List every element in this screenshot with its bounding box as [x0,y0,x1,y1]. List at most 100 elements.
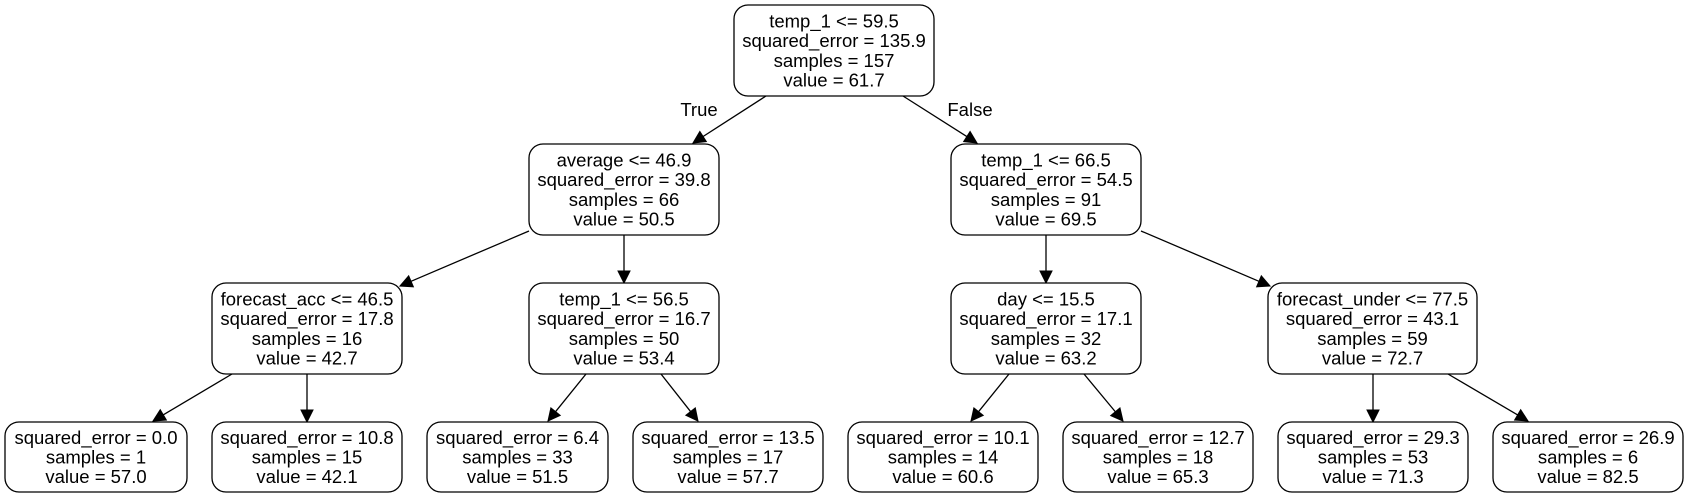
tree-edge [398,230,530,288]
node-text-line: value = 51.5 [467,466,568,487]
node-text-line: squared_error = 17.1 [959,308,1132,330]
arrowhead-icon [970,406,985,422]
node-text-line: squared_error = 43.1 [1286,308,1459,330]
node-text-line: squared_error = 54.5 [959,169,1132,191]
node-text-line: value = 60.6 [892,466,993,487]
node-box [426,421,609,493]
node-box [211,421,403,493]
arrowhead-icon [684,406,699,422]
edge-line [410,230,530,282]
node-text-line: value = 53.4 [573,348,674,369]
node-text-line: squared_error = 39.8 [537,169,710,191]
node-box [847,421,1039,493]
arrowhead-icon [300,409,314,424]
node-text-line: squared_error = 135.9 [742,30,926,52]
arrowhead-icon [152,408,168,422]
node-text-line: value = 71.3 [1322,466,1423,487]
arrowhead-icon [1109,407,1124,422]
node-text-line: average <= 46.9 [557,149,692,170]
edge-line [555,373,587,413]
edge-label: False [947,99,992,120]
node-text-line: squared_error = 26.9 [1501,427,1674,449]
arrowhead-icon [1255,274,1272,288]
edge-line [1447,373,1518,416]
arrowhead-icon [398,274,415,288]
node-text-line: forecast_acc <= 46.5 [221,288,394,310]
edge-line [702,95,767,138]
node-text-line: squared_error = 6.4 [436,427,599,449]
node-text-line: day <= 15.5 [997,288,1095,309]
node-text-line: squared_error = 10.1 [856,427,1029,449]
node-text-line: squared_error = 10.8 [220,427,393,449]
node-box [4,421,188,493]
arrowhead-icon [1513,408,1529,422]
node-box [1492,421,1684,493]
node-text-line: temp_1 <= 66.5 [981,149,1111,171]
node-text-line: value = 57.0 [45,466,146,487]
node-box [733,4,935,97]
node-text-line: samples = 157 [774,50,895,71]
edge-line [660,373,692,412]
node-text-line: value = 42.7 [256,348,357,369]
tree-edge [1140,230,1272,288]
tree-edge: False [902,95,993,144]
node-text-line: temp_1 <= 59.5 [769,10,899,32]
tree-edge [970,373,1010,422]
node-text-line: squared_error = 13.5 [641,427,814,449]
edge-label: True [680,99,717,120]
node-box [632,421,824,493]
tree-edge [617,235,631,285]
node-text-line: samples = 17 [673,447,784,468]
edge-line [1083,373,1116,413]
tree-edge [300,374,314,424]
node-box [1277,421,1469,493]
node-text-line: samples = 53 [1318,447,1429,468]
node-text-line: squared_error = 12.7 [1071,427,1244,449]
node-text-line: samples = 50 [569,328,680,349]
node-text-line: samples = 91 [991,189,1102,210]
node-box [1062,421,1254,493]
tree-edge [1083,373,1124,422]
edges-layer: True False [152,95,1529,424]
node-box [528,143,720,236]
tree-edge [547,373,587,422]
arrowhead-icon [1039,270,1053,285]
arrowhead-icon [962,130,978,144]
node-box [1267,282,1478,375]
node-text-line: squared_error = 16.7 [537,308,710,330]
node-text-line: samples = 6 [1538,447,1638,468]
node-text-line: value = 42.1 [256,466,357,487]
node-text-line: samples = 15 [252,447,363,468]
node-text-line: samples = 66 [569,189,680,210]
edge-line [978,373,1010,413]
node-text-line: forecast_under <= 77.5 [1277,288,1468,310]
tree-edge [660,373,699,422]
arrowhead-icon [1366,409,1380,424]
node-text-line: squared_error = 29.3 [1286,427,1459,449]
tree-edge [1039,235,1053,285]
node-text-line: value = 72.7 [1322,348,1423,369]
node-text-line: temp_1 <= 56.5 [559,288,689,310]
node-box [211,282,403,375]
node-text-line: squared_error = 17.8 [220,308,393,330]
node-box [528,282,720,375]
edge-line [902,95,968,138]
arrowhead-icon [547,406,562,422]
arrowhead-icon [617,270,631,285]
node-text-line: value = 61.7 [783,70,884,91]
tree-edge [1447,373,1529,422]
node-text-line: samples = 16 [252,328,363,349]
node-text-line: samples = 32 [991,328,1102,349]
